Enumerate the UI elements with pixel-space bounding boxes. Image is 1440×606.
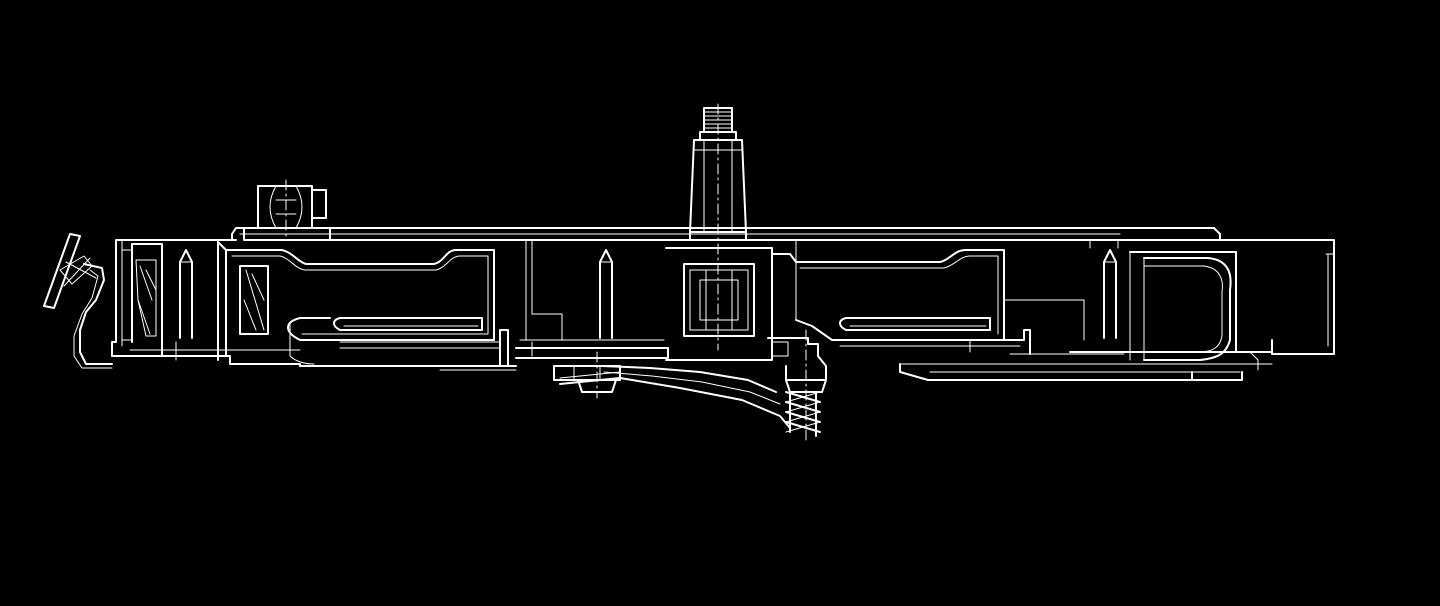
center-window <box>665 247 797 361</box>
threaded-post <box>689 103 747 245</box>
top-clamp-block <box>243 179 331 241</box>
drawing-lines <box>43 103 1335 441</box>
coil-spring <box>767 329 827 441</box>
right-window <box>1129 251 1259 371</box>
right-slotted-arm <box>795 249 1085 355</box>
bottom-screw <box>553 351 621 399</box>
main-frame <box>111 227 1335 381</box>
guide-pins <box>179 249 1117 339</box>
left-latch <box>43 233 113 369</box>
left-slotted-arm <box>217 241 509 367</box>
misc-lines <box>439 239 1119 371</box>
left-chamber <box>121 243 163 357</box>
center-leaf-spring <box>559 365 791 429</box>
